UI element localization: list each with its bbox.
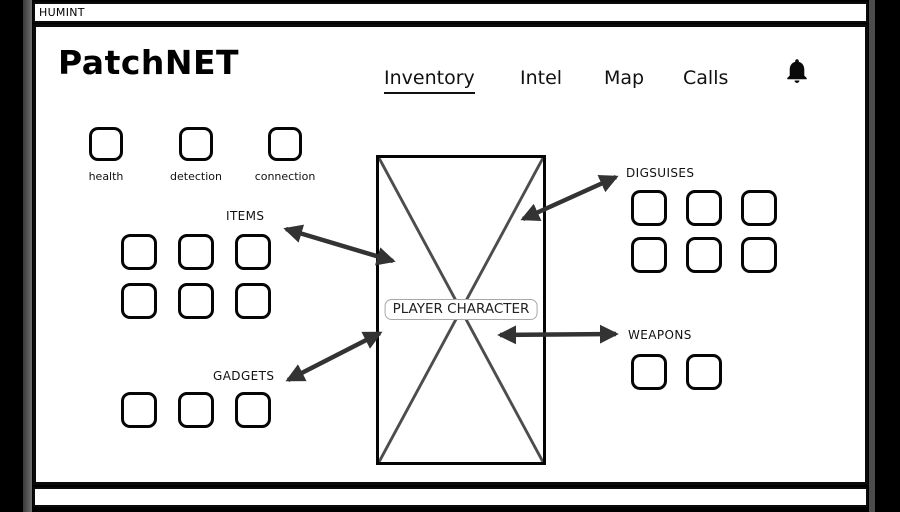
gadgets-slot[interactable] [178,392,214,428]
disguises-slot[interactable] [741,190,777,226]
nav-map[interactable]: Map [604,67,645,89]
player-character-label: PLAYER CHARACTER [384,299,538,320]
connection-indicator-box [268,127,302,161]
disguises-slot[interactable] [686,237,722,273]
gadgets-slot-grid [121,392,271,428]
gadgets-section-label: GADGETS [213,369,275,383]
disguises-slot[interactable] [631,190,667,226]
detection-indicator-box [179,127,213,161]
weapons-slot[interactable] [686,354,722,390]
detection-label: detection [170,170,222,183]
items-slot[interactable] [235,234,271,270]
app-logo: PatchNET [58,43,240,82]
items-slot[interactable] [235,283,271,319]
weapons-section-label: WEAPONS [628,328,692,342]
disguises-slot[interactable] [741,237,777,273]
items-slot[interactable] [178,283,214,319]
window-shadow-left [23,0,32,512]
status-connection: connection [240,127,330,183]
items-slot[interactable] [121,234,157,270]
disguises-slot-grid [631,190,777,273]
nav-inventory[interactable]: Inventory [384,67,475,94]
window-title: HUMINT [39,6,85,19]
window-shadow-right [869,0,875,512]
status-detection: detection [151,127,241,183]
gadgets-arrow [285,330,383,383]
disguises-slot[interactable] [686,190,722,226]
window-titlebar: HUMINT [33,2,868,23]
health-label: health [88,170,124,183]
disguises-section-label: DIGSUISES [626,166,695,180]
disguises-slot[interactable] [631,237,667,273]
gadgets-slot[interactable] [121,392,157,428]
items-slot-grid [121,234,271,319]
weapons-slot[interactable] [631,354,667,390]
items-slot[interactable] [178,234,214,270]
window-bottom-bar [33,487,868,507]
weapons-slot-grid [631,354,722,390]
nav-calls[interactable]: Calls [683,67,729,89]
status-health: health [61,127,151,183]
items-slot[interactable] [121,283,157,319]
health-indicator-box [89,127,123,161]
nav-intel[interactable]: Intel [520,67,563,89]
gadgets-slot[interactable] [235,392,271,428]
items-section-label: ITEMS [226,209,265,223]
app-window: PatchNET Inventory Intel Map Calls healt… [33,24,868,485]
player-character-placeholder: PLAYER CHARACTER [376,155,546,465]
connection-label: connection [254,170,316,183]
notification-bell-icon[interactable] [783,57,811,85]
